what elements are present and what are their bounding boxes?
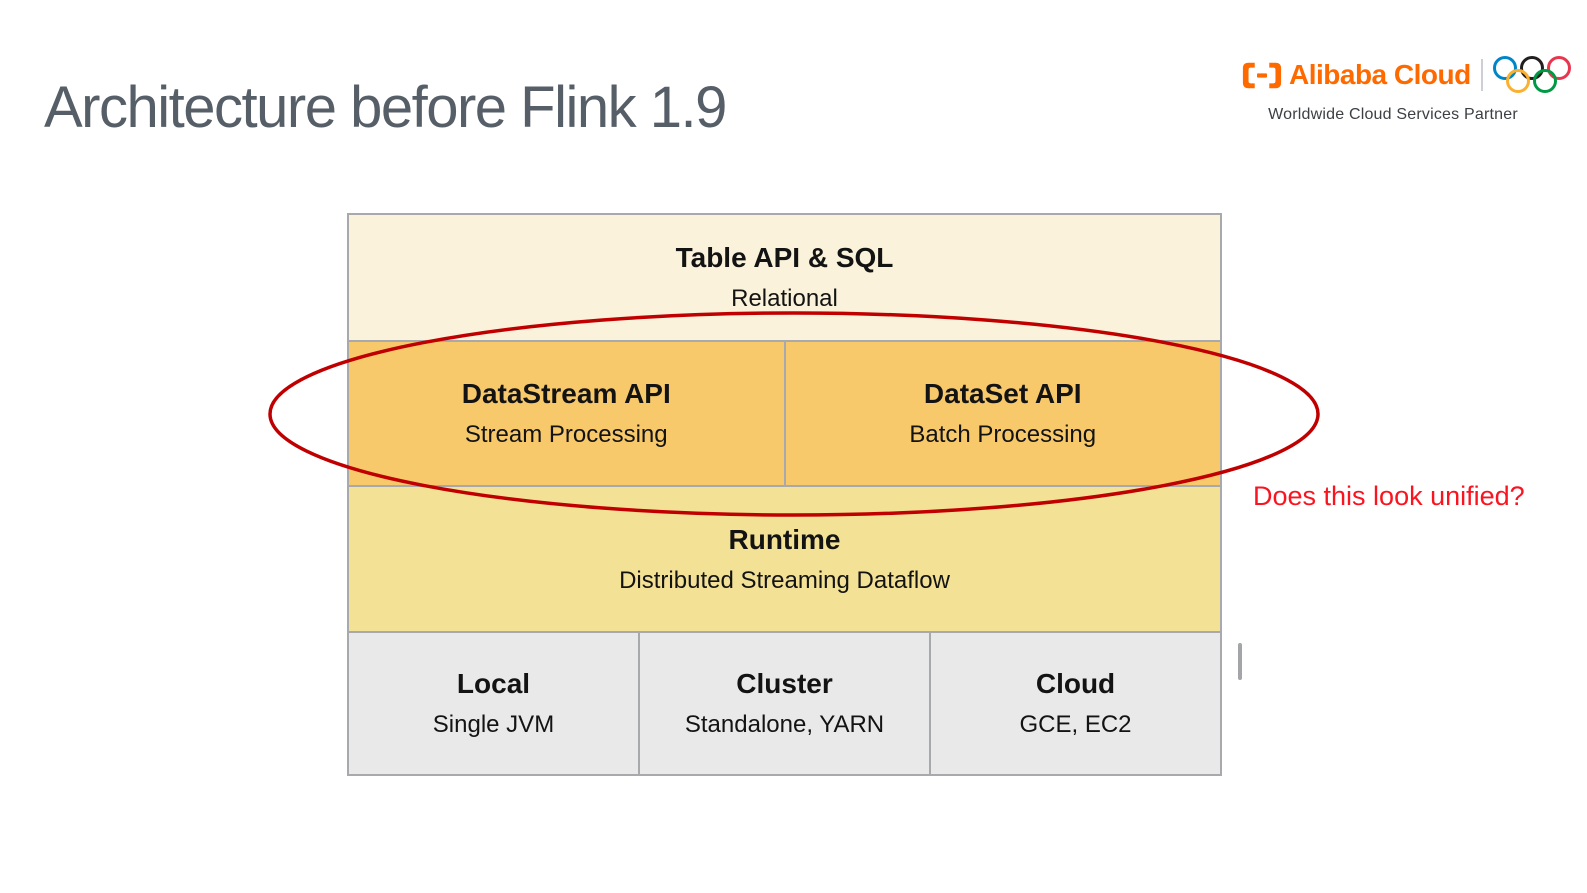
ring-red <box>1546 56 1571 80</box>
layer-runtime: Runtime Distributed Streaming Dataflow <box>349 485 1220 631</box>
ring-black <box>1519 56 1544 80</box>
datastream-api-title: DataStream API <box>461 378 671 409</box>
logo-row: Alibaba Cloud <box>1242 52 1571 98</box>
logo-divider <box>1480 59 1483 91</box>
datastream-api-subtitle: Stream Processing <box>464 421 668 448</box>
brand-name: Alibaba Cloud <box>1289 59 1471 90</box>
alibaba-cloud-logo: Alibaba Cloud Worldwide Cloud Services P… <box>1242 52 1571 124</box>
runtime-title: Runtime <box>728 523 841 555</box>
alibaba-cloud-icon <box>1242 61 1282 90</box>
ring-green <box>1532 69 1557 93</box>
runtime-subtitle: Distributed Streaming Dataflow <box>619 566 950 594</box>
architecture-diagram: Table API & SQL Relational DataStream AP… <box>347 213 1222 776</box>
annotation-text: Does this look unified? <box>1253 481 1525 511</box>
layer-apis: DataStream API Stream Processing DataSet… <box>349 340 1220 485</box>
cluster-subtitle: Standalone, YARN <box>684 711 885 738</box>
layer-table-api-sql: Table API & SQL Relational <box>349 215 1220 340</box>
dataset-api-title: DataSet API <box>923 378 1082 409</box>
dataset-api-subtitle: Batch Processing <box>909 421 1097 448</box>
local-subtitle: Single JVM <box>432 711 555 738</box>
table-api-subtitle: Relational <box>731 285 838 312</box>
dataset-api-box: DataSet API Batch Processing <box>783 342 1221 485</box>
cloud-subtitle: GCE, EC2 <box>1019 711 1132 738</box>
cursor-artifact <box>1238 643 1242 680</box>
layer-deployment: Local Single JVM Cluster Standalone, YAR… <box>349 631 1220 774</box>
ring-yellow <box>1505 69 1530 93</box>
datastream-api-box: DataStream API Stream Processing <box>349 342 784 485</box>
cluster-box: Cluster Standalone, YARN <box>638 633 929 774</box>
cloud-title: Cloud <box>1035 668 1116 699</box>
local-title: Local <box>456 668 531 699</box>
olympic-rings-icon <box>1492 54 1573 96</box>
logo-tagline: Worldwide Cloud Services Partner <box>1268 106 1518 123</box>
cluster-title: Cluster <box>736 668 833 699</box>
page-title: Architecture before Flink 1.9 <box>44 75 727 140</box>
cloud-box: Cloud GCE, EC2 <box>929 633 1220 774</box>
local-box: Local Single JVM <box>349 633 638 774</box>
ring-blue <box>1492 56 1517 80</box>
table-api-title: Table API & SQL <box>675 242 894 273</box>
